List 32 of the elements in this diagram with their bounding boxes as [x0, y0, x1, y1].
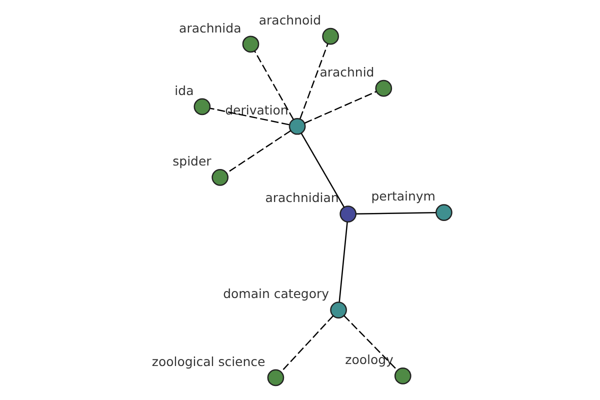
node-circle — [211, 168, 228, 186]
connector — [338, 222, 348, 302]
node-label: arachnidian — [264, 190, 338, 206]
node-label: derivation — [224, 102, 288, 118]
node-circle — [394, 368, 411, 384]
node-circle — [242, 36, 259, 53]
connector — [356, 212, 436, 214]
connector — [343, 315, 398, 371]
connector — [304, 91, 376, 124]
connector — [299, 44, 328, 119]
node-circle — [339, 206, 356, 222]
node-label: zoological science — [151, 354, 265, 369]
node-label: arachnoid — [258, 12, 321, 28]
node-circle — [193, 98, 210, 116]
connector — [254, 50, 294, 120]
node-circle — [266, 369, 284, 386]
node-circle — [288, 118, 306, 135]
node-label: arachnida — [178, 20, 241, 36]
node-label: zoology — [344, 352, 393, 368]
node-label: spider — [172, 154, 211, 169]
connector — [210, 108, 289, 126]
node-circle — [374, 80, 392, 97]
node-circle — [330, 302, 346, 318]
node-label: arachnid — [319, 64, 374, 80]
connector — [280, 315, 334, 372]
node-label: domain category — [222, 286, 329, 302]
connector — [226, 130, 291, 174]
node-circle — [322, 28, 338, 45]
connector — [300, 133, 344, 208]
node-circle — [435, 204, 452, 221]
node-label: pertainym — [370, 188, 435, 204]
node-label: ida — [174, 82, 194, 98]
